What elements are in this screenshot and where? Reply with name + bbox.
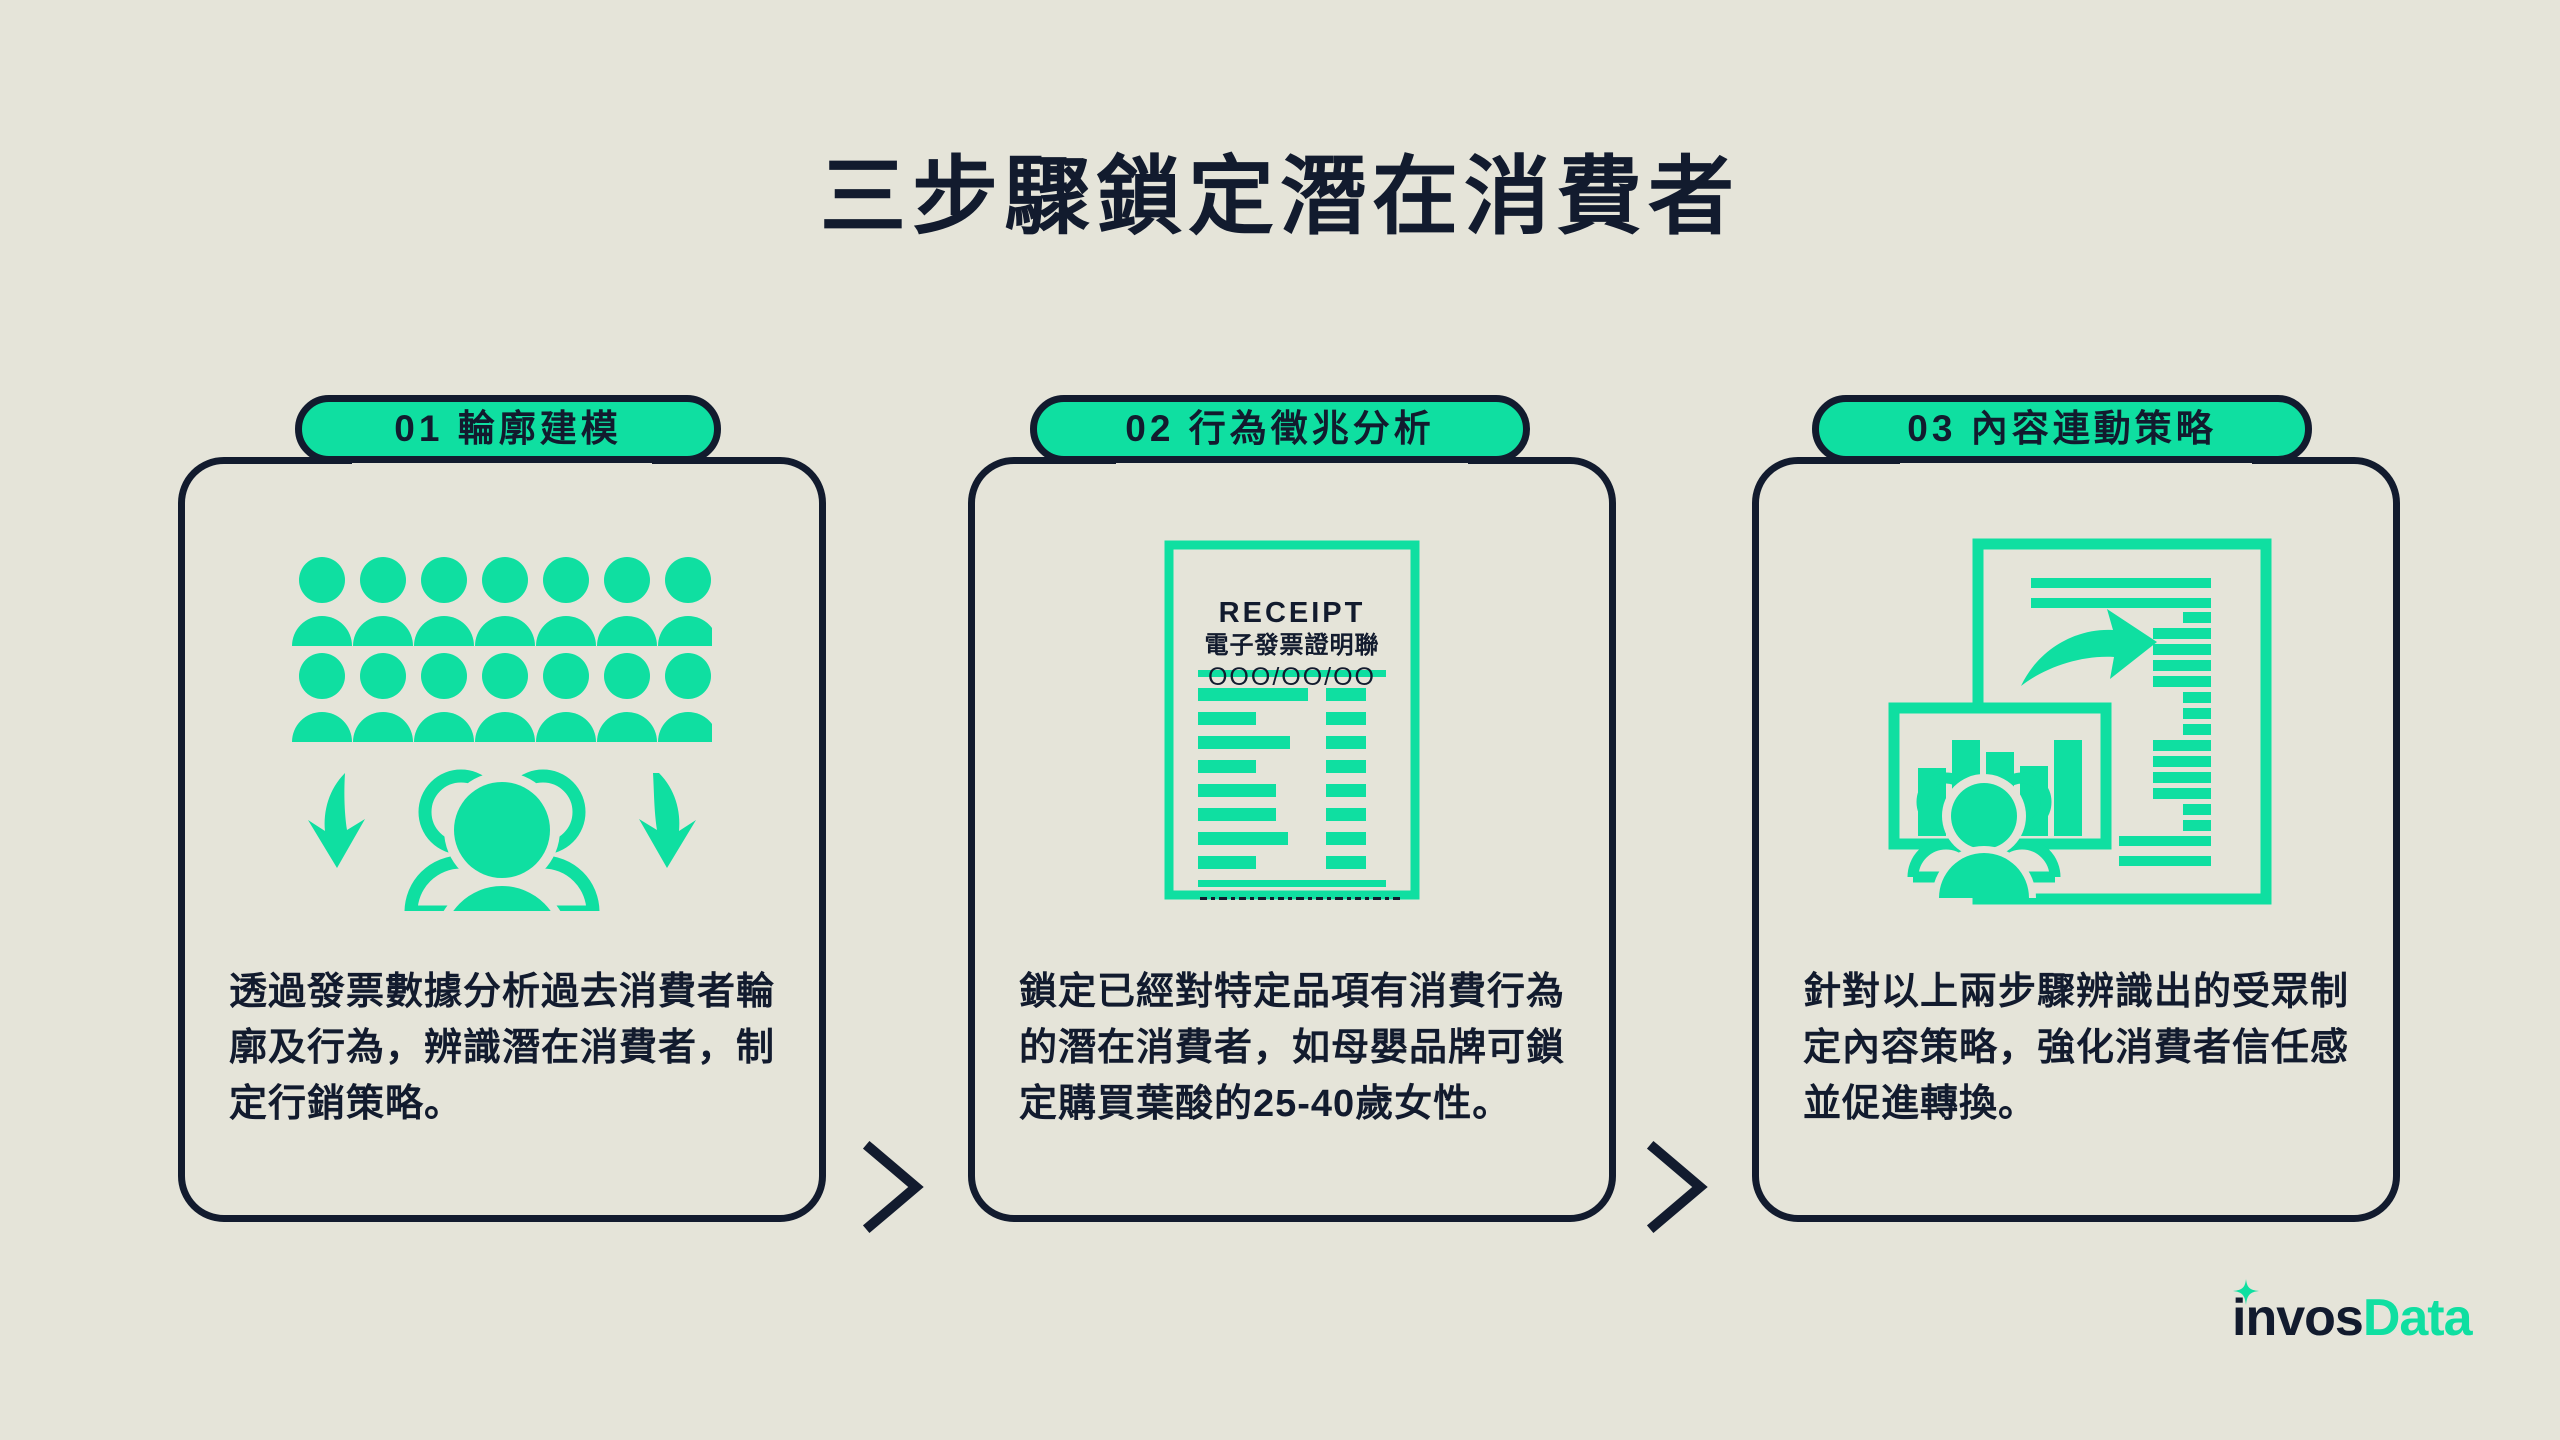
step-01-description: 透過發票數據分析過去消費者輪廓及行為，辨識潛在消費者，制定行銷策略。 (229, 971, 776, 1125)
page-title: 三步驟鎖定潛在消費者 (820, 149, 1740, 245)
receipt-invoice-icon (1164, 540, 1420, 900)
step-02-header-pill[interactable]: 02 行為徵兆分析 (1030, 395, 1530, 463)
chevron-right-icon-2 (1642, 1140, 1712, 1234)
crowd-audience-icon (292, 557, 712, 911)
four-point-star-icon (2233, 1279, 2259, 1305)
step-card-03: 針對以上兩步驟辨識出的受眾制定內容策略，強化消費者信任感並促進轉換。 (1752, 453, 2400, 1222)
brand-logo: invos Data (2232, 1279, 2473, 1347)
step-02-description: 鎖定已經對特定品項有消費行為的潛在消費者，如母嬰品牌可鎖定購買葉酸的25-40歲… (1019, 971, 1566, 1125)
step-01-header-pill[interactable]: 01 輪廓建模 (295, 395, 721, 463)
step-01-icon-area (185, 464, 819, 959)
steps-row: 透過發票數據分析過去消費者輪廓及行為，辨識潛在消費者，制定行銷策略。 (0, 395, 2560, 1235)
step-02-icon-area: RECEIPT 電子發票證明聯 OOO/OO/OO (975, 464, 1609, 959)
logo-text-data: Data (2362, 1289, 2473, 1347)
step-01-header-label: 01 輪廓建模 (394, 407, 622, 449)
logo-text-invos: invos (2232, 1289, 2364, 1347)
report-dashboard-icon (1888, 538, 2272, 905)
step-03-icon-area (1759, 464, 2393, 959)
step-card-01: 透過發票數據分析過去消費者輪廓及行為，辨識潛在消費者，制定行銷策略。 (178, 453, 826, 1222)
chevron-right-icon-1 (858, 1140, 928, 1234)
step-03-header-pill[interactable]: 03 內容連動策略 (1812, 395, 2312, 463)
step-03-description: 針對以上兩步驟辨識出的受眾制定內容策略，強化消費者信任感並促進轉換。 (1803, 971, 2350, 1125)
step-card-02: RECEIPT 電子發票證明聯 OOO/OO/OO 鎖定已經對特定品項有消費行為… (968, 453, 1616, 1222)
step-02-header-label: 02 行為徵兆分析 (1125, 407, 1435, 449)
step-03-header-label: 03 內容連動策略 (1907, 407, 2217, 449)
